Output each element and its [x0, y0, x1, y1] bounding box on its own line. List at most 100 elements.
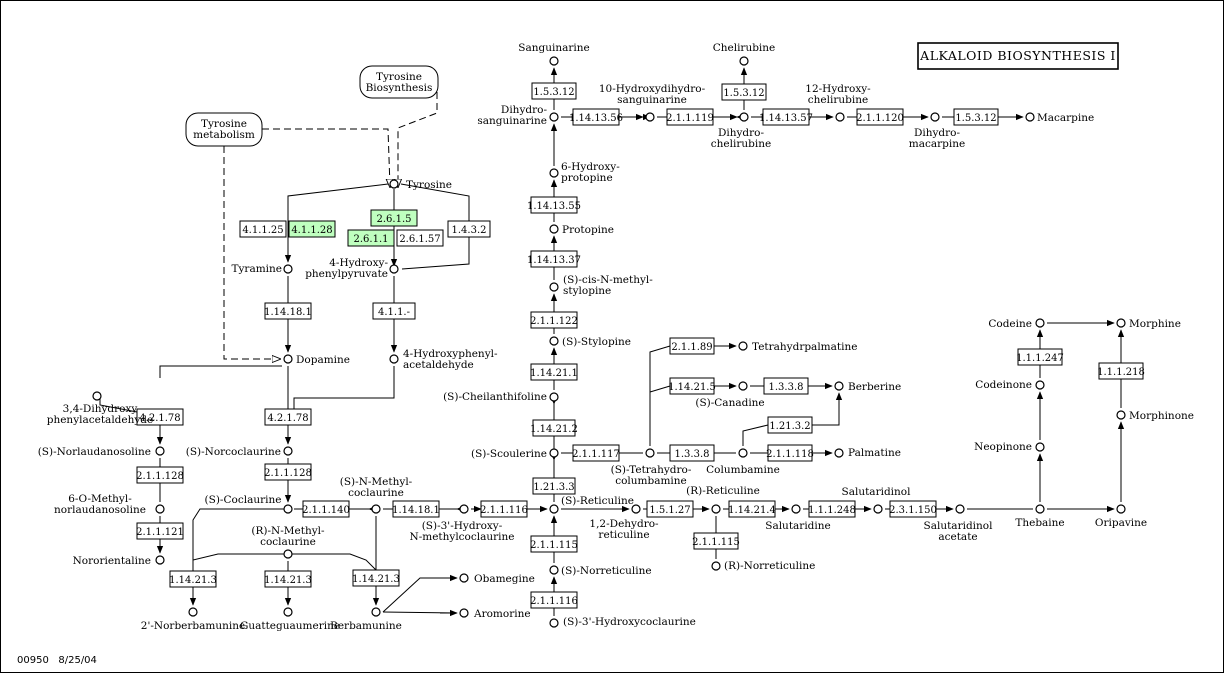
compound-node[interactable]: [739, 56, 749, 66]
compound-node[interactable]: [834, 448, 844, 458]
compound-c2[interactable]: Tyramine: [231, 263, 293, 275]
compound-c29[interactable]: Dihydro-sanguinarine: [477, 104, 559, 127]
enzyme-box-e25[interactable]: 2.1.1.122: [530, 311, 578, 329]
enzyme-box-e23[interactable]: 1.14.21.2: [530, 419, 578, 437]
compound-c21[interactable]: (S)-Norreticuline: [549, 565, 652, 577]
compound-c7[interactable]: (S)-Norlaudanosoline: [38, 446, 165, 458]
enzyme-box-e30[interactable]: 2.1.1.119: [666, 108, 714, 126]
compound-c38[interactable]: Tetrahydrpalmatine: [738, 341, 857, 353]
compound-c17[interactable]: Berbamunine: [330, 607, 402, 632]
compound-c40[interactable]: Berberine: [834, 381, 901, 393]
compound-node[interactable]: [549, 282, 559, 292]
compound-c41[interactable]: Columbamine: [706, 448, 780, 476]
enzyme-box-e16[interactable]: 2.1.1.116: [480, 500, 528, 518]
compound-c37[interactable]: (S)-Tetrahydro-columbamine: [611, 448, 692, 487]
compound-c9[interactable]: Nororientaline: [73, 555, 165, 567]
compound-node[interactable]: [549, 618, 559, 628]
enzyme-box-e26[interactable]: 1.14.13.37: [527, 250, 581, 268]
compound-c33[interactable]: Chelirubine: [713, 42, 776, 66]
compound-c1[interactable]: Tyrosine: [389, 179, 452, 191]
enzyme-box-e42[interactable]: 1.5.1.27: [646, 500, 694, 518]
enzyme-box-e36[interactable]: 2.1.1.89: [669, 337, 715, 355]
compound-node[interactable]: [549, 336, 559, 346]
compound-node[interactable]: [549, 224, 559, 234]
enzyme-box-e38[interactable]: 1.3.3.8: [763, 377, 809, 395]
enzyme-box-e13[interactable]: 2.1.1.121: [136, 522, 184, 540]
compound-c45[interactable]: (R)-Norreticuline: [711, 560, 815, 572]
compound-node[interactable]: [155, 446, 165, 456]
compound-node[interactable]: [835, 112, 845, 122]
enzyme-box-e41[interactable]: 2.1.1.118: [766, 444, 814, 462]
compound-node[interactable]: [834, 381, 844, 391]
compound-node[interactable]: [645, 448, 655, 458]
compound-c12[interactable]: (S)-N-Methyl-coclaurine: [340, 476, 413, 514]
enzyme-box-e19[interactable]: 1.14.21.3: [352, 569, 400, 587]
compound-c30[interactable]: Sanguinarine: [518, 42, 590, 66]
compound-node[interactable]: [283, 504, 293, 514]
compound-c54[interactable]: Morphine: [1116, 318, 1181, 330]
compound-c43[interactable]: 1,2-Dehydro-reticuline: [589, 504, 659, 541]
compound-node[interactable]: [1035, 504, 1045, 514]
enzyme-box-e34[interactable]: 1.5.3.12: [953, 108, 999, 126]
compound-node[interactable]: [738, 341, 748, 351]
compound-node[interactable]: [283, 549, 293, 559]
compound-node[interactable]: [549, 448, 559, 458]
compound-node[interactable]: [389, 264, 399, 274]
enzyme-box-e1[interactable]: 4.1.1.25: [239, 220, 287, 238]
compound-node[interactable]: [1116, 318, 1126, 328]
compound-c10[interactable]: (S)-Norcoclaurine: [186, 446, 293, 458]
compound-c15[interactable]: 2'-Norberbamunine: [141, 607, 245, 632]
compound-node[interactable]: [1116, 504, 1126, 514]
compound-c14[interactable]: (R)-N-Methyl-coclaurine: [251, 525, 325, 559]
compound-node[interactable]: [155, 504, 165, 514]
compound-c34[interactable]: 12-Hydroxy-chelirubine: [805, 83, 871, 122]
enzyme-box-e43[interactable]: 2.1.1.115: [692, 532, 740, 550]
compound-node[interactable]: [1025, 112, 1035, 122]
enzyme-box-e29[interactable]: 1.14.13.56: [569, 108, 623, 126]
enzyme-box-e47[interactable]: 1.1.1.247: [1016, 348, 1064, 366]
enzyme-box-e37[interactable]: 1.14.21.5: [668, 377, 716, 395]
compound-c13[interactable]: (S)-3'-Hydroxy-N-methylcoclaurine: [410, 504, 515, 543]
compound-node[interactable]: [549, 392, 559, 402]
compound-c42[interactable]: Palmatine: [834, 447, 901, 459]
enzyme-box-e22[interactable]: 1.21.3.3: [532, 477, 576, 495]
compound-c46[interactable]: Salutaridine: [765, 504, 831, 532]
compound-node[interactable]: [1035, 442, 1045, 452]
compound-node[interactable]: [549, 112, 559, 122]
compound-node[interactable]: [459, 573, 469, 583]
enzyme-box-e11[interactable]: 2.1.1.128: [136, 466, 184, 484]
compound-c24[interactable]: (S)-Cheilanthifoline: [443, 391, 559, 403]
compound-node[interactable]: [739, 112, 749, 122]
compound-node[interactable]: [791, 504, 801, 514]
compound-c27[interactable]: Protopine: [549, 224, 614, 236]
compound-c31[interactable]: 10-Hydroxydihydro-sanguinarine: [599, 83, 706, 122]
compound-c23[interactable]: (S)-Scoulerine: [471, 448, 559, 460]
compound-c28[interactable]: 6-Hydroxy-protopine: [549, 161, 620, 184]
enzyme-box-e44[interactable]: 1.14.21.4: [728, 500, 776, 518]
compound-node[interactable]: [930, 112, 940, 122]
enzyme-box-e27[interactable]: 1.14.13.55: [527, 196, 581, 214]
compound-node[interactable]: [631, 504, 641, 514]
enzyme-box-e24[interactable]: 1.14.21.1: [530, 363, 578, 381]
compound-c32[interactable]: Dihydro-chelirubine: [711, 112, 771, 150]
compound-node[interactable]: [283, 264, 293, 274]
compound-node[interactable]: [459, 504, 469, 514]
compound-node[interactable]: [1035, 380, 1045, 390]
compound-c4[interactable]: Dopamine: [283, 354, 350, 366]
compound-c19[interactable]: Aromorine: [459, 608, 531, 620]
enzyme-box-e20[interactable]: 2.1.1.115: [530, 535, 578, 553]
enzyme-box-e18[interactable]: 1.14.21.3: [264, 570, 312, 588]
enzyme-box-e12[interactable]: 2.1.1.128: [264, 463, 312, 481]
compound-c20[interactable]: (S)-Reticuline: [549, 495, 634, 514]
compound-node[interactable]: [645, 112, 655, 122]
compound-node[interactable]: [389, 179, 399, 189]
enzyme-box-e28[interactable]: 1.5.3.12: [531, 82, 577, 100]
enzyme-box-e48[interactable]: 1.1.1.218: [1097, 362, 1145, 380]
compound-c8[interactable]: 6-O-Methyl-norlaudanosoline: [54, 493, 165, 516]
compound-node[interactable]: [873, 504, 883, 514]
compound-c16[interactable]: Guatteguaumerine: [240, 607, 340, 632]
